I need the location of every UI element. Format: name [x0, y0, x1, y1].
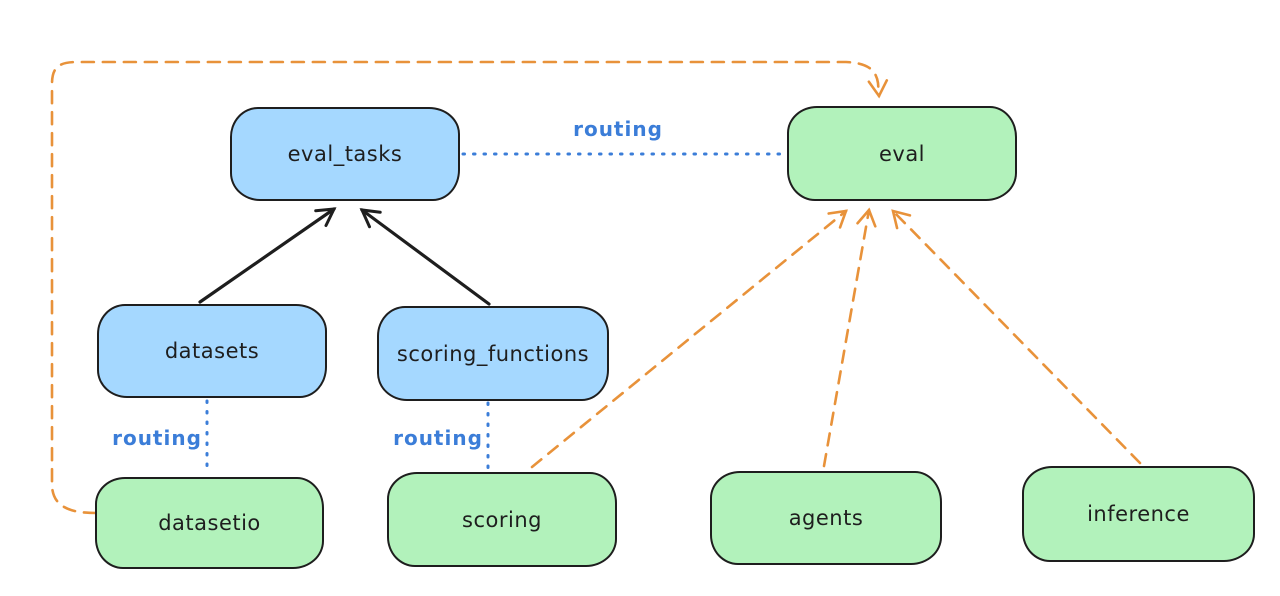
- edge-scoring-to-eval: [530, 209, 848, 469]
- node-eval-label: eval: [878, 141, 926, 166]
- node-agents-label: agents: [788, 506, 864, 530]
- node-inference-label: inference: [1087, 502, 1190, 526]
- node-inference: inference: [1022, 466, 1255, 562]
- node-scoring_functions: scoring_functions: [377, 306, 609, 401]
- edge-datasetio-to-eval: [50, 60, 889, 515]
- edge-label-routing-eval_tasks-eval: routing: [573, 117, 663, 141]
- edge-label-routing-datasets-datasetio: routing: [112, 426, 202, 450]
- edge-inference-to-eval: [891, 209, 1142, 465]
- edge-scoring_functions-to-eval_tasks: [359, 208, 491, 306]
- node-datasetio: datasetio: [95, 477, 324, 569]
- edge-datasets-to-eval_tasks: [198, 207, 337, 304]
- node-datasets: datasets: [97, 304, 327, 398]
- node-datasets-label: datasets: [164, 339, 260, 363]
- node-agents: agents: [710, 471, 942, 565]
- node-eval_tasks: eval_tasks: [230, 107, 460, 201]
- edge-agents-to-eval: [822, 207, 877, 468]
- node-scoring_functions-label: scoring_functions: [396, 341, 590, 366]
- node-eval_tasks-label: eval_tasks: [287, 142, 403, 166]
- node-scoring-label: scoring: [462, 507, 542, 532]
- node-datasetio-label: datasetio: [158, 511, 261, 535]
- node-eval: eval: [787, 106, 1017, 201]
- node-scoring: scoring: [387, 472, 617, 567]
- edge-label-routing-scoring_functions-scoring: routing: [393, 426, 483, 450]
